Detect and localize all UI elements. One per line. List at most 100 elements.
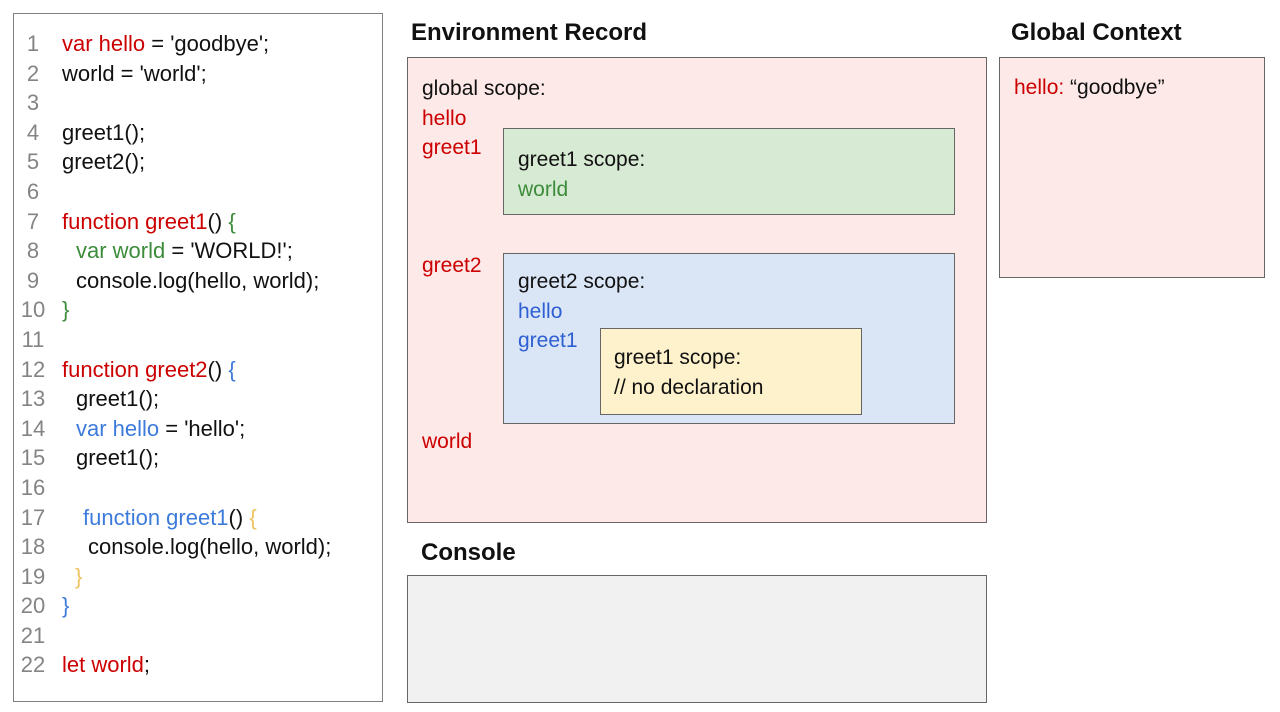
line-number: 19 bbox=[20, 563, 46, 589]
code-token: console.log(hello, world); bbox=[76, 267, 320, 293]
line-number: 14 bbox=[20, 415, 46, 441]
line-number: 8 bbox=[26, 238, 40, 264]
code-token: function greet1 bbox=[83, 504, 229, 530]
code-line: 18 console.log(hello, world); bbox=[14, 532, 382, 562]
code-text bbox=[52, 177, 62, 207]
code-token: console.log(hello, world); bbox=[88, 534, 332, 560]
greet2-var-hello: hello bbox=[518, 299, 563, 323]
code-token: () bbox=[207, 208, 229, 234]
code-token: ; bbox=[143, 652, 151, 678]
line-number: 2 bbox=[26, 60, 40, 86]
code-token: } bbox=[75, 563, 83, 589]
global-var-greet1: greet1 bbox=[422, 136, 482, 159]
global-var-world: world bbox=[422, 430, 473, 453]
code-token: greet1(); bbox=[62, 119, 146, 145]
greet2-var-greet1: greet1 bbox=[518, 329, 578, 352]
code-text: } bbox=[52, 591, 69, 621]
code-line: 20} bbox=[14, 591, 382, 621]
line-number: 4 bbox=[26, 119, 40, 145]
code-text: greet1(); bbox=[52, 384, 159, 414]
code-text: function greet1() { bbox=[52, 503, 257, 533]
global-scope-head: global scope: hello greet1 bbox=[422, 74, 546, 163]
code-text: var world = 'WORLD!'; bbox=[52, 236, 293, 266]
code-text: world = 'world'; bbox=[52, 59, 207, 89]
global-context-title: Global Context bbox=[1011, 19, 1182, 46]
line-number: 17 bbox=[20, 504, 46, 530]
code-token: let world bbox=[62, 652, 144, 678]
line-number: 13 bbox=[20, 386, 46, 412]
code-line: 2 world = 'world'; bbox=[14, 59, 382, 89]
code-token: () bbox=[228, 504, 250, 530]
global-var-hello: hello bbox=[422, 106, 467, 130]
code-text: function greet1() { bbox=[52, 207, 236, 237]
code-text: console.log(hello, world); bbox=[52, 532, 331, 562]
global-context-entry-value: “goodbye” bbox=[1070, 76, 1165, 99]
code-line: 11 bbox=[14, 325, 382, 355]
code-token: } bbox=[62, 297, 70, 323]
code-line: 7 function greet1() { bbox=[14, 207, 382, 237]
code-token: function greet2 bbox=[62, 356, 208, 382]
code-text: } bbox=[52, 562, 82, 592]
code-line: 8 var world = 'WORLD!'; bbox=[14, 236, 382, 266]
line-number: 3 bbox=[26, 90, 40, 116]
code-token: { bbox=[228, 356, 236, 382]
code-token: var hello bbox=[62, 31, 146, 56]
line-number: 16 bbox=[20, 474, 46, 500]
code-token: world = 'world'; bbox=[62, 60, 207, 86]
code-line: 4 greet1(); bbox=[14, 118, 382, 148]
greet1-scope-label: greet1 scope: bbox=[518, 148, 646, 171]
line-number: 15 bbox=[20, 445, 46, 471]
inner-greet1-scope-box: greet1 scope: // no declaration bbox=[600, 328, 862, 415]
code-token: var hello bbox=[76, 415, 160, 441]
global-scope-label: global scope: bbox=[422, 77, 546, 100]
global-context-box: hello: “goodbye” bbox=[999, 57, 1265, 278]
code-line: 9 console.log(hello, world); bbox=[14, 266, 382, 296]
code-text bbox=[52, 473, 62, 503]
global-context-entry: hello: “goodbye” bbox=[1014, 73, 1264, 103]
code-token: var world bbox=[76, 238, 166, 264]
code-token: { bbox=[228, 208, 236, 234]
console-title: Console bbox=[421, 539, 516, 566]
code-token: greet1(); bbox=[76, 445, 160, 471]
code-text: var hello = 'hello'; bbox=[52, 414, 245, 444]
global-var-greet2: greet2 bbox=[422, 254, 482, 277]
code-token: } bbox=[62, 593, 70, 619]
code-line: 10} bbox=[14, 295, 382, 325]
code-text: console.log(hello, world); bbox=[52, 266, 319, 296]
greet1-var-world: world bbox=[518, 177, 569, 201]
code-token: = 'hello'; bbox=[159, 415, 246, 441]
line-number: 21 bbox=[20, 622, 46, 648]
code-line: 16 bbox=[14, 473, 382, 503]
code-text: } bbox=[52, 295, 69, 325]
line-number: 7 bbox=[26, 208, 40, 234]
line-number: 10 bbox=[20, 297, 46, 323]
line-number: 18 bbox=[20, 534, 46, 560]
inner-greet1-no-declaration-comment: // no declaration bbox=[614, 375, 764, 399]
code-line: 6 bbox=[14, 177, 382, 207]
line-number: 6 bbox=[26, 178, 40, 204]
code-token: = 'WORLD!'; bbox=[165, 238, 293, 264]
code-text: greet2(); bbox=[52, 147, 145, 177]
code-text bbox=[52, 621, 62, 651]
greet1-scope-box: greet1 scope: world bbox=[503, 128, 955, 215]
code-token: greet2(); bbox=[62, 149, 146, 175]
code-token: { bbox=[249, 504, 257, 530]
code-text: greet1(); bbox=[52, 443, 159, 473]
code-text: var hello = 'goodbye'; bbox=[52, 29, 269, 59]
inner-greet1-scope-label: greet1 scope: bbox=[614, 346, 742, 369]
console-output-box bbox=[407, 575, 987, 703]
code-text bbox=[52, 88, 62, 118]
environment-record-title: Environment Record bbox=[411, 19, 648, 46]
line-number: 20 bbox=[20, 593, 46, 619]
line-number: 9 bbox=[26, 267, 40, 293]
code-text: let world; bbox=[52, 650, 150, 680]
code-line: 15 greet1(); bbox=[14, 443, 382, 473]
